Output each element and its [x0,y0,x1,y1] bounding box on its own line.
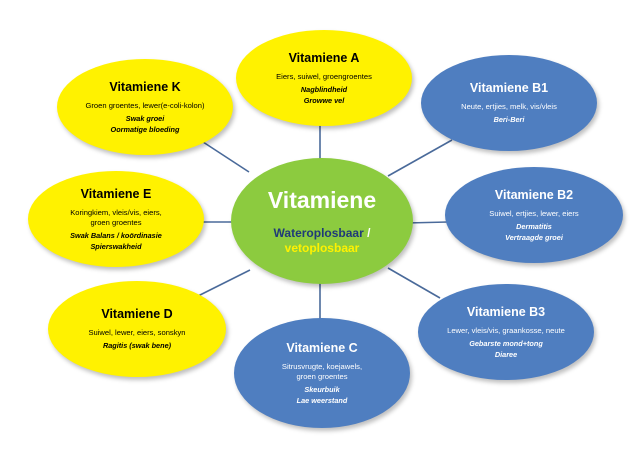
food-sources: Suiwel, lewer, eiers, sonskyn [88,328,186,337]
vitamin-title: Vitamiene B3 [466,304,546,319]
deficiency-disease: Oormatige bloeding [110,124,180,134]
vitamin-title: Vitamiene B2 [494,187,574,202]
deficiency-disease: Swak groei [125,113,165,123]
deficiency-disease: Lae weerstand [296,395,348,405]
connector-line [387,139,453,177]
connector-line [199,139,250,173]
vitamin-title: Vitamiene A [288,50,360,65]
connector-line [405,221,449,224]
food-sources: Sitrusvrugte, koejawels, [281,361,363,371]
food-sources: Lewer, vleis/vis, graankosse, neute [447,325,565,335]
food-sources: groen groentes [296,371,348,381]
vitamin-title: Vitamiene D [101,307,173,321]
fat-soluble-label: vetoplosbaar [284,240,360,255]
deficiency-disease: Diaree [494,349,518,359]
center-subtitle: Wateroplosbaar / vetoplosbaar [274,226,371,256]
deficiency-disease: Growwe vel [303,95,345,105]
center-title: Vitamiene [267,186,377,213]
vitamin-title: Vitamiene B1 [469,81,549,95]
center-node: Vitamiene Wateroplosbaar / vetoplosbaar [231,158,413,284]
deficiency-disease: Gebarste mond+tong [469,338,543,348]
vitamin-title: Vitamiene C [286,340,358,355]
vitamin-node-d: Vitamiene D Suiwel, lewer, eiers, sonskyn… [48,281,226,377]
deficiency-disease: Spierswakheid [90,241,142,251]
subtitle-separator: / [363,225,371,240]
vitamin-node-k: Vitamiene K Groen groentes, lewer(e-coli-… [57,59,233,155]
food-sources: Neute, ertjies, melk, vis/vleis [461,102,557,111]
water-soluble-label: Wateroplosbaar [273,225,364,240]
deficiency-disease: Beri-Beri [493,115,525,124]
vitamin-node-b3: Vitamiene B3 Lewer, vleis/vis, graankosse… [418,284,594,380]
vitamin-node-e: Vitamiene E Koringkiem, vleis/vis, eiers,… [28,171,204,267]
deficiency-disease: Vertraagde groei [505,232,563,242]
deficiency-disease: Ragitis (swak bene) [102,341,172,350]
connector-line [387,267,441,299]
food-sources: Suiwel, ertjies, lewer, eiers [489,208,579,218]
deficiency-disease: Nagblindheid [300,84,348,94]
vitamin-node-b1: Vitamiene B1 Neute, ertjies, melk, vis/vl… [421,55,597,151]
vitamin-title: Vitamiene K [109,79,181,94]
deficiency-disease: Skeurbuik [304,384,340,394]
vitamin-node-c: Vitamiene C Sitrusvrugte, koejawels,groen… [234,318,410,428]
deficiency-disease: Dermatitis [516,221,552,231]
food-sources: Eiers, suiwel, groengroentes [276,71,372,81]
vitamin-title: Vitamiene E [80,186,152,201]
food-sources: groen groentes [90,217,142,227]
food-sources: Koringkiem, vleis/vis, eiers, [70,207,162,217]
food-sources: Groen groentes, lewer(e-coli-kolon) [85,100,205,110]
deficiency-disease: Swak Balans / koördinasie [70,230,162,240]
vitamin-node-b2: Vitamiene B2 Suiwel, ertjies, lewer, eier… [445,167,623,263]
